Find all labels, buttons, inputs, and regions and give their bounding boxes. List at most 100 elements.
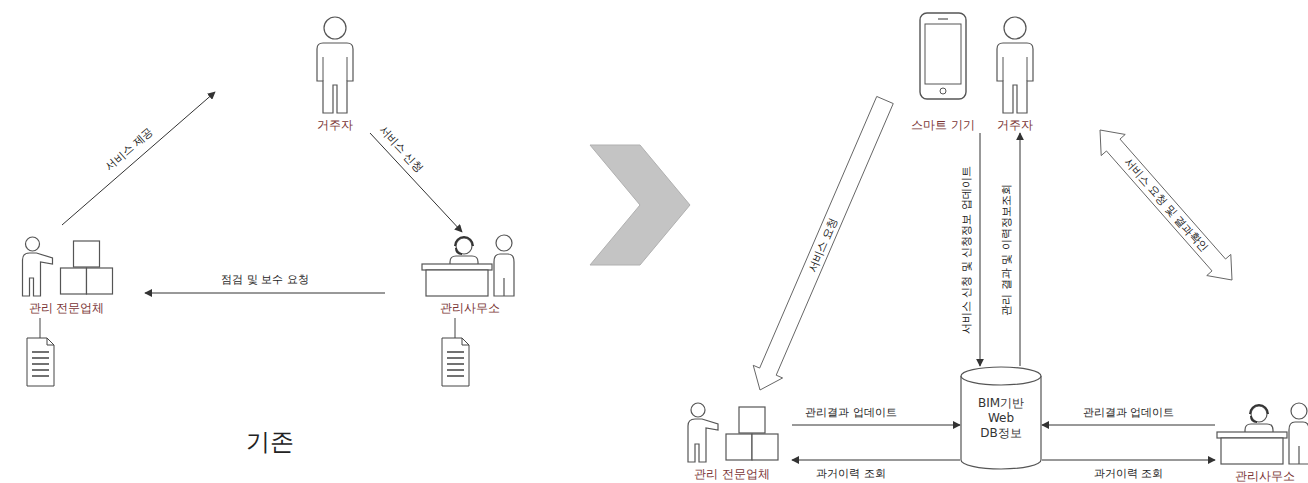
flow-arrow bbox=[62, 92, 215, 225]
person-head bbox=[324, 17, 346, 39]
box-icon bbox=[726, 434, 752, 460]
person-body bbox=[23, 253, 53, 296]
box-icon bbox=[74, 241, 100, 267]
person-head bbox=[26, 237, 40, 251]
node-label: BIM기반 Web DB정보 bbox=[974, 396, 1028, 441]
person-body bbox=[317, 43, 353, 113]
node-label: 스마트 기기 bbox=[885, 117, 1001, 133]
operator-head bbox=[1251, 406, 1267, 422]
office-icon bbox=[422, 235, 514, 296]
desk-body bbox=[426, 270, 488, 296]
desk-top bbox=[1217, 432, 1287, 438]
company-icon bbox=[23, 237, 113, 296]
document-fold bbox=[47, 338, 54, 345]
edge-label: 관리결과 업데이트 bbox=[805, 406, 897, 419]
actor-node: 관리 전문업체 bbox=[0, 225, 145, 316]
edge-label: 점검 및 보수 요청 bbox=[221, 273, 309, 286]
flow-arrow bbox=[980, 133, 981, 366]
document-sheet bbox=[442, 338, 469, 386]
person-arms bbox=[1003, 57, 1027, 81]
node-label: 관리 전문업체 bbox=[672, 466, 792, 482]
person-body bbox=[1289, 422, 1308, 464]
phone-button bbox=[940, 88, 946, 94]
edge-label: 서비스 제공 bbox=[102, 124, 155, 172]
phone-icon bbox=[920, 13, 966, 99]
actor-icon bbox=[672, 390, 792, 466]
operator-head bbox=[456, 238, 472, 254]
desk-body bbox=[1221, 438, 1283, 464]
block-arrow bbox=[1100, 130, 1232, 280]
actor-icon bbox=[0, 225, 145, 300]
box-icon bbox=[752, 434, 778, 460]
actor-icon bbox=[385, 232, 555, 300]
phone-screen bbox=[925, 24, 961, 84]
database-top bbox=[961, 367, 1041, 385]
person-head bbox=[1291, 403, 1307, 419]
office-icon bbox=[1217, 403, 1308, 464]
section-label: 기존 bbox=[246, 426, 294, 458]
person-head bbox=[1004, 17, 1026, 39]
document-lines bbox=[447, 352, 464, 376]
flow-arrow bbox=[1020, 133, 1021, 366]
document-icon bbox=[27, 338, 54, 386]
flow-arrow bbox=[792, 425, 960, 426]
actor-icon bbox=[215, 5, 455, 117]
phone-body bbox=[920, 13, 966, 99]
node-label: 관리사무소 bbox=[385, 300, 555, 316]
person-body bbox=[997, 43, 1033, 113]
database-body bbox=[961, 376, 1041, 469]
edge-label: 관리결과 업데이트 bbox=[1083, 406, 1175, 419]
actor-node: 스마트 기기 bbox=[885, 5, 1001, 133]
actor-icon bbox=[885, 5, 1001, 117]
box-icon bbox=[61, 268, 87, 294]
actor-node: 거주자 bbox=[930, 5, 1100, 133]
transition-chevron bbox=[590, 145, 690, 265]
leader-line bbox=[455, 318, 456, 338]
box-icon bbox=[87, 268, 113, 294]
phone-speaker bbox=[938, 18, 948, 19]
person-body bbox=[688, 419, 718, 462]
document-lines bbox=[32, 352, 49, 376]
person-icon bbox=[997, 17, 1033, 113]
node-label: 거주자 bbox=[215, 117, 455, 133]
node-label: 관리사무소 bbox=[1215, 468, 1308, 483]
leader-line bbox=[40, 318, 41, 338]
edge-label: 서비스 신청 및 신청정보 업데이트 bbox=[960, 166, 973, 334]
database-node: BIM기반 Web DB정보 bbox=[960, 366, 1042, 470]
document-fold bbox=[462, 338, 469, 345]
box-icon bbox=[739, 407, 765, 433]
node-label: 관리 전문업체 bbox=[0, 300, 145, 316]
edge-label: 관리 결과 및 이력정보조회 bbox=[1000, 184, 1013, 316]
edge-label: 과거이력 조회 bbox=[816, 467, 886, 480]
document-sheet bbox=[27, 338, 54, 386]
node-label: 거주자 bbox=[930, 117, 1100, 133]
flow-arrow bbox=[145, 293, 385, 294]
headset bbox=[455, 237, 473, 254]
actor-node: 관리사무소 bbox=[1215, 280, 1308, 483]
flow-arrow bbox=[370, 133, 462, 232]
person-arms bbox=[323, 57, 347, 81]
company-icon bbox=[688, 403, 778, 462]
edge-label: 서비스 신청 bbox=[376, 123, 425, 175]
headset bbox=[1250, 405, 1268, 422]
actor-icon bbox=[1215, 280, 1308, 468]
edge-label: 과거이력 조회 bbox=[1094, 467, 1164, 480]
block-arrow bbox=[753, 96, 893, 390]
person-body bbox=[494, 254, 514, 296]
flow-arrow bbox=[1042, 460, 1215, 461]
flow-arrow bbox=[792, 460, 960, 461]
person-icon bbox=[317, 17, 353, 113]
actor-node: 관리사무소 bbox=[385, 232, 555, 316]
actor-icon bbox=[930, 5, 1100, 117]
actor-node: 거주자 bbox=[215, 5, 455, 133]
document-icon bbox=[442, 338, 469, 386]
flow-arrow bbox=[1042, 425, 1215, 426]
person-head bbox=[691, 403, 705, 417]
actor-node: 관리 전문업체 bbox=[672, 390, 792, 482]
edge-label: 서비스 요청 bbox=[805, 216, 840, 275]
person-head bbox=[496, 235, 512, 251]
desk-top bbox=[422, 264, 492, 270]
